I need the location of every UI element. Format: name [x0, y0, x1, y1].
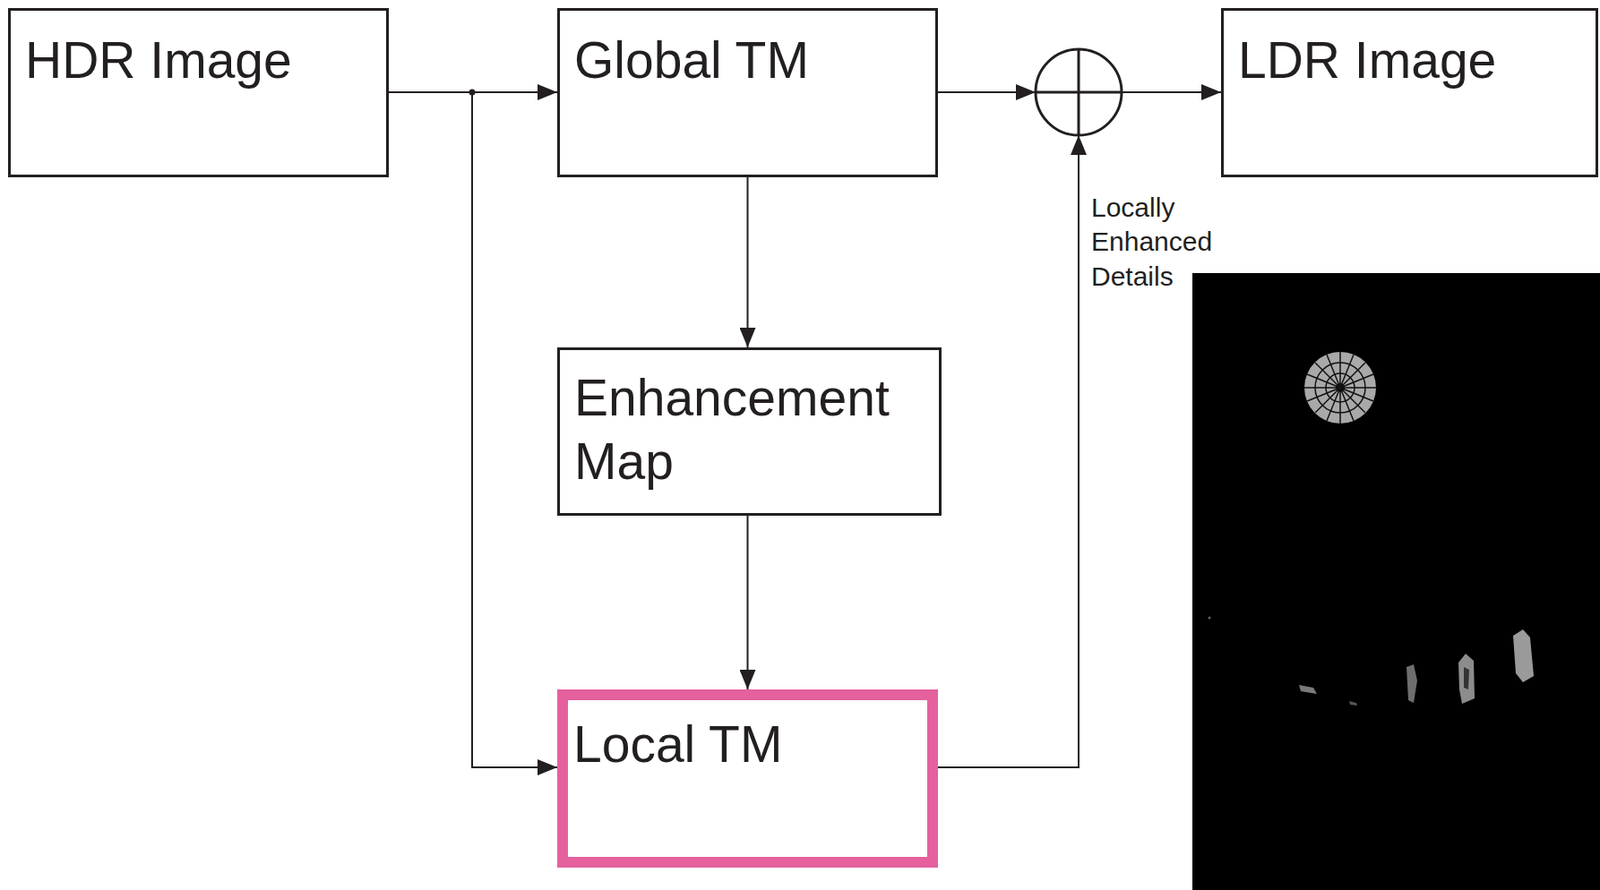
image-ground [1192, 273, 1600, 890]
window-highlights [1208, 617, 1535, 707]
box-label: HDR Image [25, 28, 376, 93]
connector-line [1121, 91, 1222, 94]
connector-arrow [472, 92, 558, 768]
process-box: LDR Image [1221, 8, 1599, 178]
connector-arrow [937, 135, 1079, 768]
plus-sign [1035, 49, 1122, 136]
process-box: Enhancement Map [557, 347, 942, 517]
dome-window [1304, 352, 1377, 424]
connector-arrow [937, 92, 1222, 94]
box-label: Local TM [573, 713, 917, 777]
connector-line [937, 91, 1036, 94]
process-box: HDR Image [8, 8, 389, 178]
connector-line [472, 92, 558, 768]
edge-label: Locally Enhanced Details [1091, 190, 1208, 294]
connector-arrow [747, 177, 749, 348]
box-label: Enhancement Map [574, 366, 929, 493]
box-label: LDR Image [1238, 28, 1585, 93]
summing-circle [1035, 49, 1122, 136]
connector-line [937, 135, 1079, 768]
connector-arrow [747, 516, 749, 690]
box-label: Global TM [574, 28, 925, 93]
connector-line [747, 516, 749, 690]
process-box: Global TM [557, 8, 938, 178]
connector-line [747, 177, 749, 348]
process-box: Local TM [557, 689, 938, 869]
